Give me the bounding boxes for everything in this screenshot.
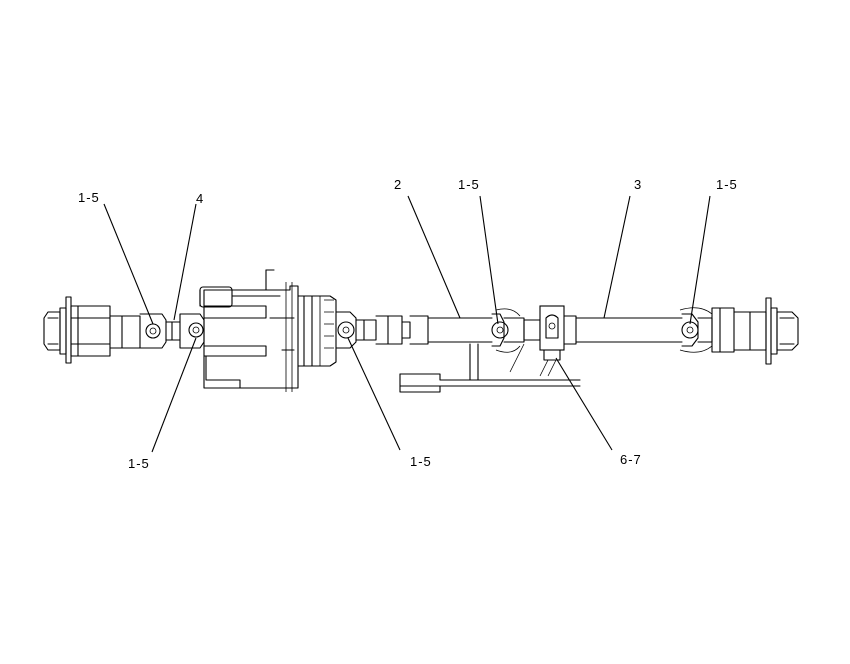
callout-lower-left-joint: 1-5: [128, 456, 150, 471]
left-flange-assembly: [43, 296, 167, 364]
callout-labels: 1-5 4 1-5 1-5 2 1-5 3 1-5 6-7: [78, 177, 738, 471]
callout-right-joint: 1-5: [716, 177, 738, 192]
callout-left-outer-joint: 1-5: [78, 190, 100, 205]
transfer-case-body: [199, 269, 337, 392]
propeller-shaft-2: [409, 308, 525, 353]
center-u-joint: [335, 311, 411, 349]
center-support-bearing: [399, 305, 581, 393]
leader-left-outer-joint: [103, 203, 154, 325]
right-flange-assembly: [697, 297, 799, 365]
callout-left-shaft: 4: [196, 191, 204, 206]
leader-lines: [103, 195, 711, 453]
callout-support-bearing: 6-7: [620, 452, 642, 467]
leader-middle-joint: [479, 195, 499, 325]
short-shaft-4: [165, 313, 205, 349]
leader-left-shaft: [173, 203, 197, 321]
callout-center-joint: 1-5: [410, 454, 432, 469]
leader-front-shaft: [407, 195, 461, 319]
leader-center-joint: [347, 337, 401, 451]
callout-front-shaft: 2: [394, 177, 402, 192]
leader-support-bearing: [555, 357, 613, 451]
leader-right-joint: [689, 195, 711, 325]
leader-lower-left-joint: [151, 337, 197, 453]
callout-middle-joint: 1-5: [458, 177, 480, 192]
callout-rear-shaft: 3: [634, 177, 642, 192]
leader-rear-shaft: [603, 195, 631, 319]
